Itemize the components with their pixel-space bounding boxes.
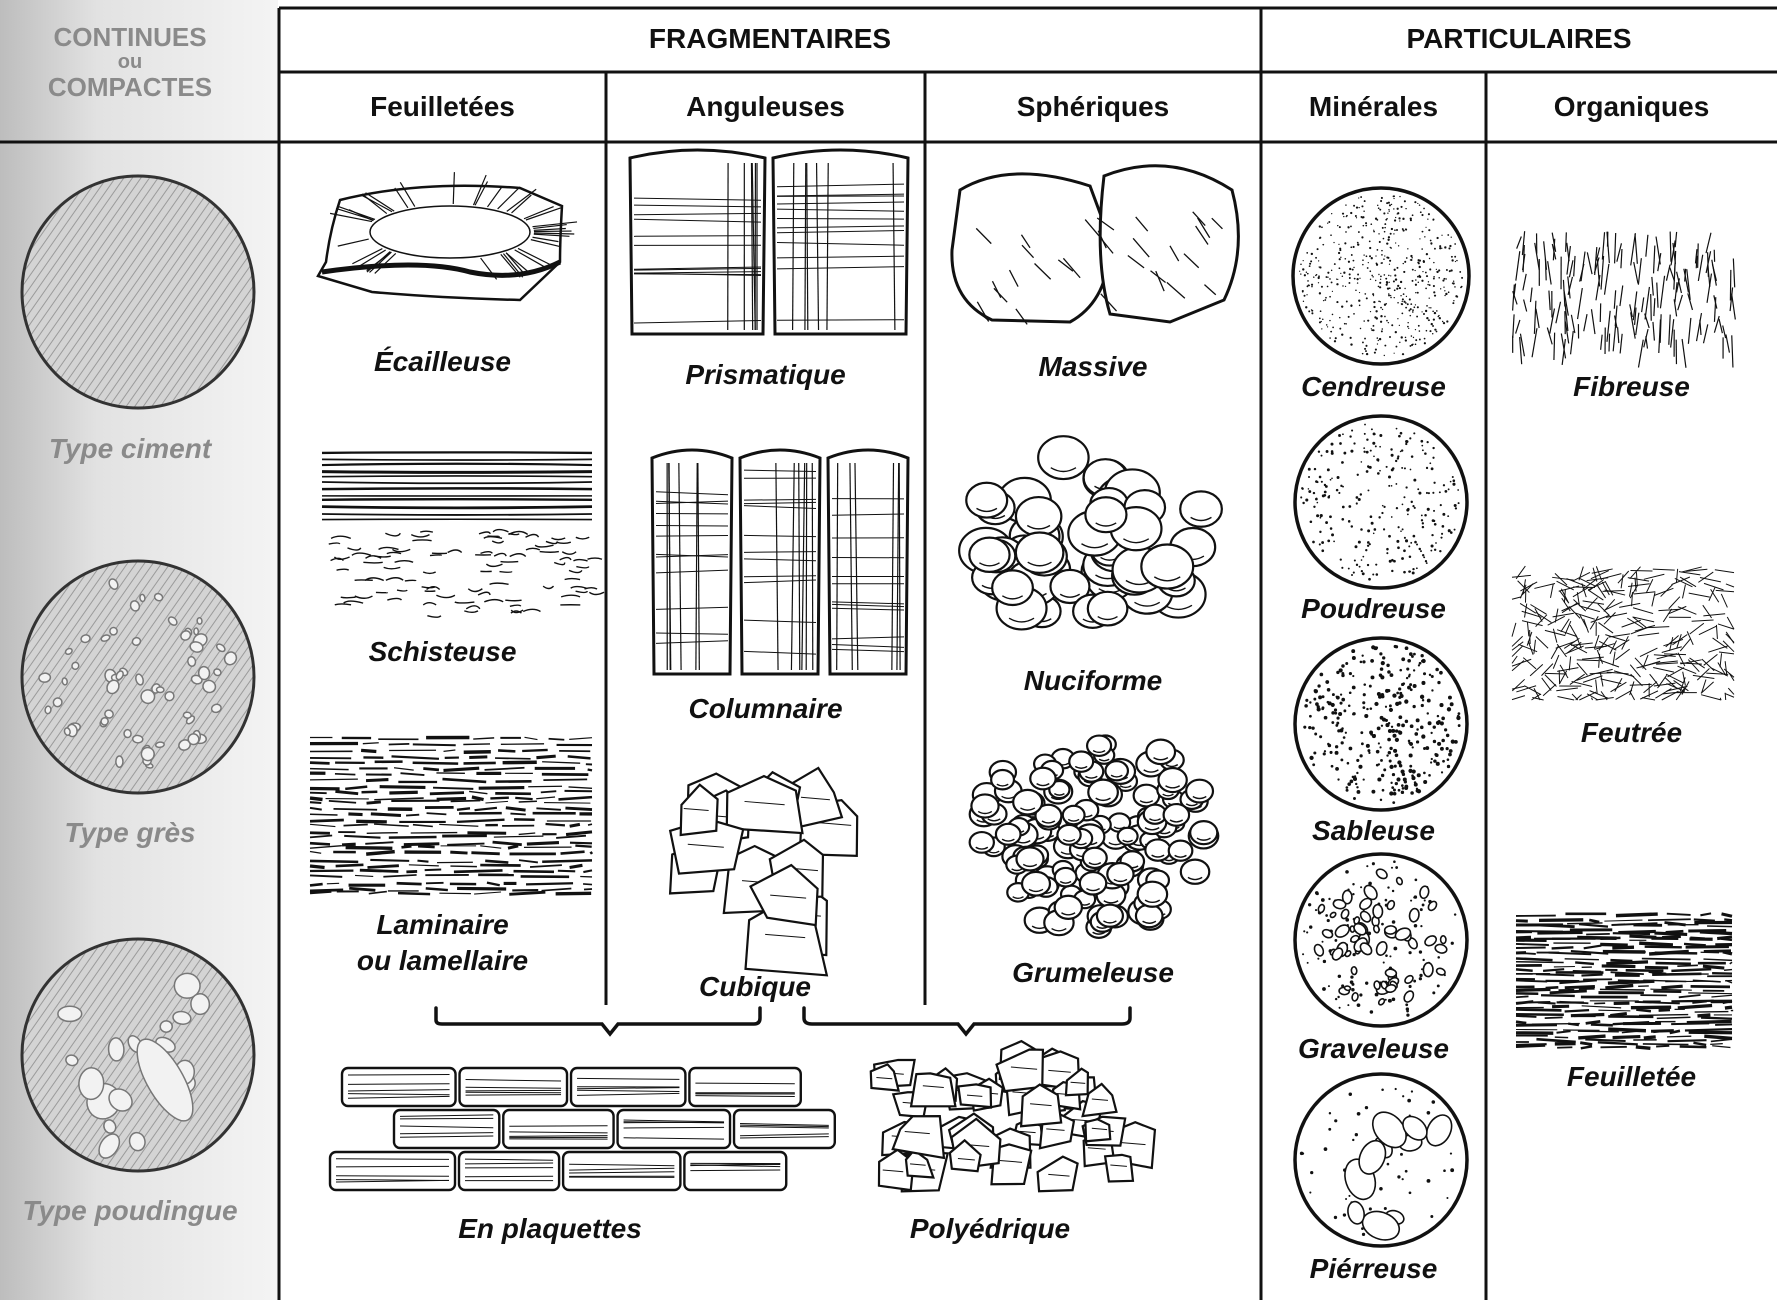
label-ou-lamellaire: ou lamellaire: [279, 944, 606, 978]
columnaire-drawing: [652, 450, 908, 674]
schisteuse-lower-drawing: [329, 530, 604, 618]
prismatique-drawing: [630, 150, 908, 334]
header-particulaires: PARTICULAIRES: [1261, 22, 1777, 56]
label-pierreuse: Piérreuse: [1261, 1252, 1486, 1286]
header-continues-line1: CONTINUES: [10, 22, 250, 52]
header-continues: CONTINUES ou COMPACTES: [10, 22, 250, 102]
header-continues-line2: ou: [10, 52, 250, 72]
feutree-drawing: [1512, 566, 1734, 700]
header-continues-line3: COMPACTES: [10, 72, 250, 102]
label-grumeleuse: Grumeleuse: [925, 956, 1261, 990]
pierreuse-drawing: [1295, 1074, 1467, 1246]
type-gres-drawing: [22, 561, 254, 793]
label-sableuse: Sableuse: [1261, 814, 1486, 848]
header-minerales: Minérales: [1261, 90, 1486, 124]
header-fragmentaires: FRAGMENTAIRES: [279, 22, 1261, 56]
label-type-poudingue: Type poudingue: [0, 1194, 260, 1228]
label-graveleuse: Graveleuse: [1261, 1032, 1486, 1066]
nuciforme-drawing: [959, 436, 1222, 629]
ecailleuse-drawing: [318, 172, 577, 300]
label-schisteuse: Schisteuse: [279, 635, 606, 669]
sableuse-drawing: [1295, 638, 1467, 810]
label-feuilletee: Feuilletée: [1486, 1060, 1777, 1094]
type-ciment-drawing: [22, 176, 254, 408]
cubique-drawing: [670, 768, 857, 975]
schisteuse-drawing: [322, 452, 592, 519]
label-cubique: Cubique: [600, 970, 910, 1004]
polyedrique-drawing: [871, 1041, 1155, 1191]
massive-drawing: [952, 166, 1238, 325]
label-laminaire: Laminaire: [279, 908, 606, 942]
fibreuse-drawing: [1513, 231, 1736, 368]
label-cendreuse: Cendreuse: [1261, 370, 1486, 404]
poudreuse-drawing: [1295, 416, 1467, 588]
label-type-gres: Type grès: [0, 816, 260, 850]
label-poudreuse: Poudreuse: [1261, 592, 1486, 626]
label-prismatique: Prismatique: [606, 358, 925, 392]
laminaire-drawing: [310, 737, 592, 894]
label-polyedrique: Polyédrique: [820, 1212, 1160, 1246]
label-fibreuse: Fibreuse: [1486, 370, 1777, 404]
header-spheriques: Sphériques: [925, 90, 1261, 124]
label-type-ciment: Type ciment: [0, 432, 260, 466]
label-nuciforme: Nuciforme: [925, 664, 1261, 698]
type-poudingue-drawing: [22, 939, 254, 1171]
header-feuilletees: Feuilletées: [279, 90, 606, 124]
label-massive: Massive: [925, 350, 1261, 384]
label-en-plaquettes: En plaquettes: [380, 1212, 720, 1246]
label-ecailleuse: Écailleuse: [279, 345, 606, 379]
grumeleuse-drawing: [970, 735, 1219, 937]
brace-polyedrique: [804, 1008, 1130, 1034]
feuilletee-organique-drawing: [1516, 913, 1732, 1048]
graveleuse-drawing: [1295, 854, 1467, 1026]
grouping-braces: [436, 1008, 1130, 1034]
header-anguleuses: Anguleuses: [606, 90, 925, 124]
label-columnaire: Columnaire: [606, 692, 925, 726]
en-plaquettes-drawing: [330, 1068, 835, 1190]
cendreuse-drawing: [1293, 188, 1469, 364]
header-organiques: Organiques: [1486, 90, 1777, 124]
brace-en-plaquettes: [436, 1008, 760, 1034]
label-feutree: Feutrée: [1486, 716, 1777, 750]
